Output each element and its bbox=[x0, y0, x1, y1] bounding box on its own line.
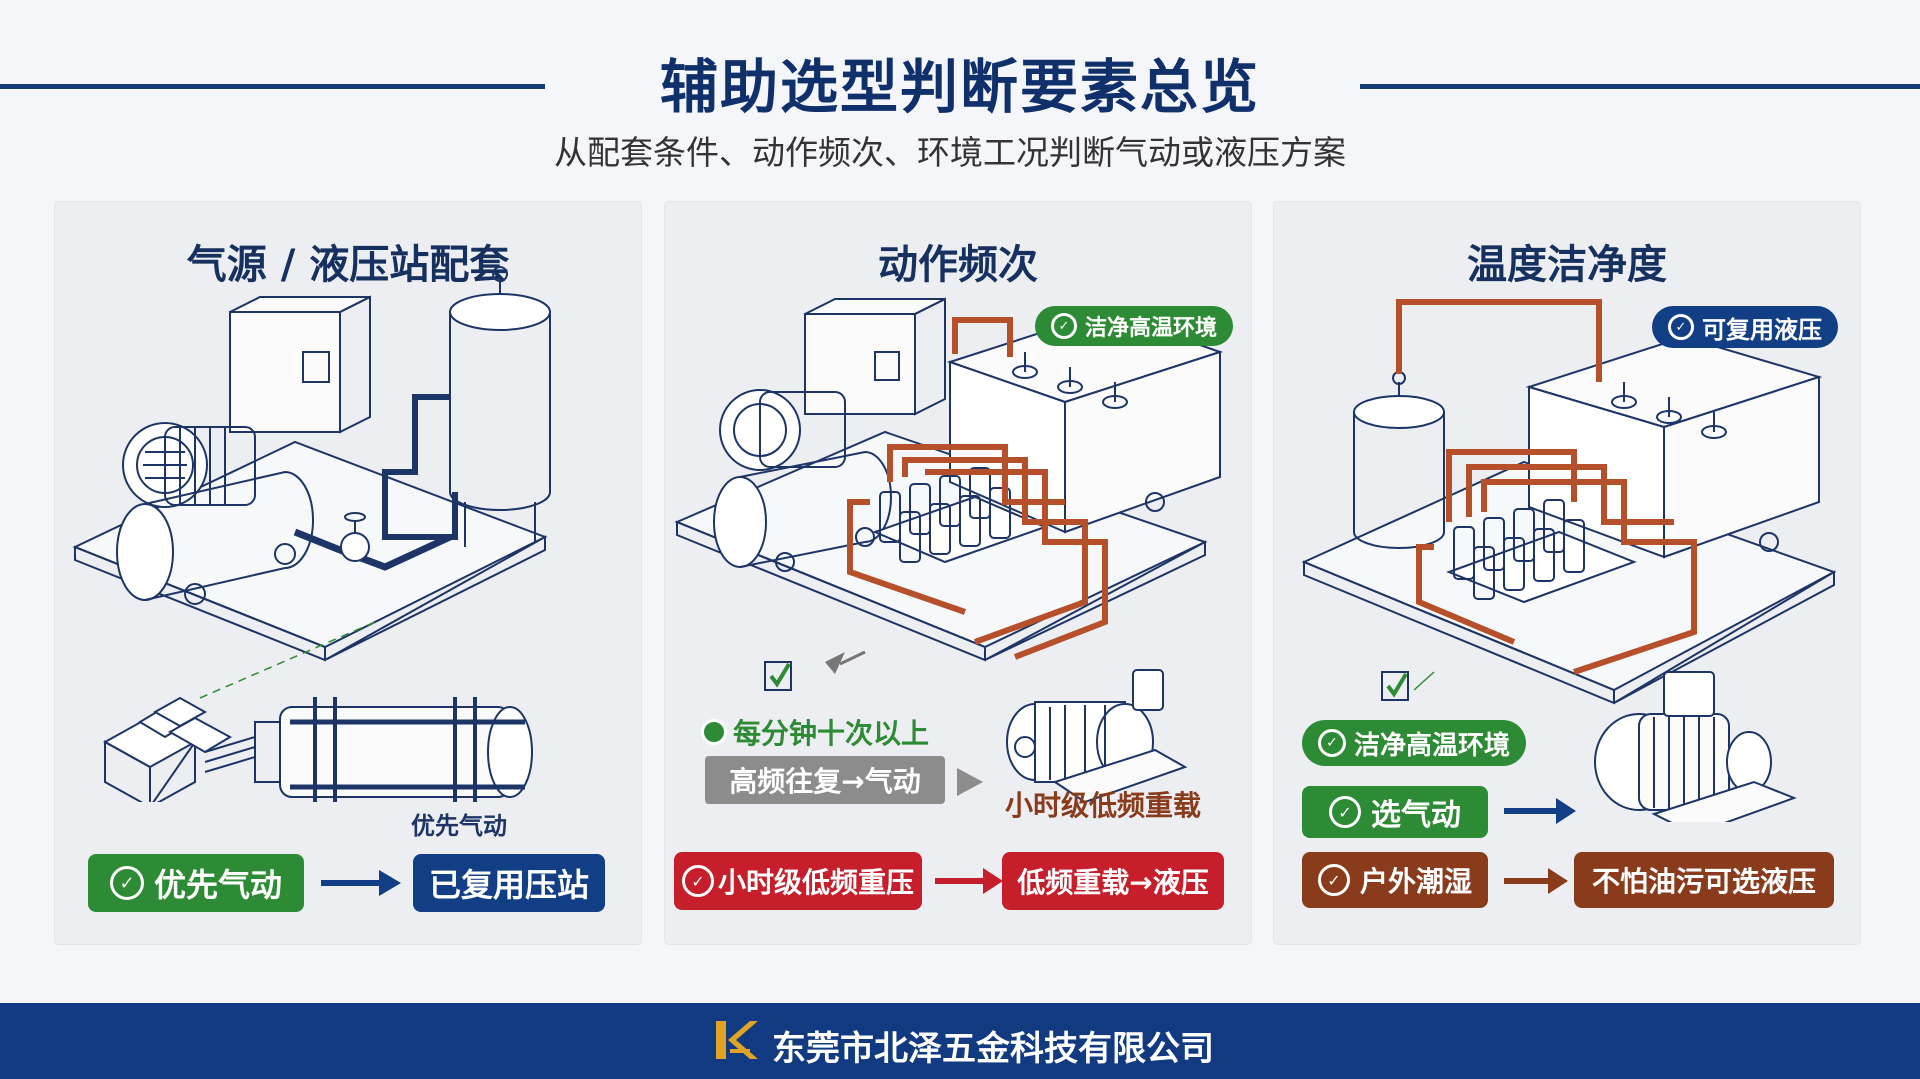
badge-label: 小时级低频重压 bbox=[717, 866, 914, 899]
arrow-right-icon bbox=[1504, 798, 1576, 824]
arrow-right-icon bbox=[1504, 868, 1568, 894]
low-frequency-label: 小时级低频重载 bbox=[1005, 789, 1202, 822]
pill-label: 洁净高温环境 bbox=[1085, 316, 1218, 341]
check-circle-icon: ✓ bbox=[1318, 729, 1346, 757]
clean-high-temp-pill: ✓ 洁净高温环境 bbox=[1035, 306, 1234, 346]
title-rule-right bbox=[1360, 84, 1920, 89]
badge-label: 优先气动 bbox=[153, 866, 282, 904]
pill-label: 可复用液压 bbox=[1702, 315, 1822, 344]
hydraulic-station-illustration bbox=[674, 297, 1224, 804]
arrow-right-icon bbox=[935, 868, 1003, 894]
hydraulic-reuse-illustration bbox=[1301, 299, 1837, 822]
frequency-text: 每分钟十次以上 bbox=[733, 717, 930, 750]
check-circle-icon: ✓ bbox=[1668, 314, 1694, 340]
reuse-hydraulic-pill: ✓ 可复用液压 bbox=[1652, 306, 1838, 348]
frequency-label: ✓ 每分钟十次以上 bbox=[701, 712, 929, 752]
page-title: 辅助选型判断要素总览 bbox=[659, 53, 1260, 121]
panel-title: 温度洁净度 bbox=[1467, 242, 1667, 288]
compressor-station-illustration bbox=[72, 266, 551, 802]
check-circle-icon: ✓ bbox=[701, 719, 727, 745]
check-circle-icon: ✓ bbox=[1051, 313, 1077, 339]
panel-title: 动作频次 bbox=[878, 242, 1038, 288]
company-logo-icon bbox=[716, 1021, 758, 1059]
panel-caption: 优先气动 bbox=[411, 812, 507, 840]
footer-bar: 东莞市北泽五金科技有限公司 bbox=[0, 1003, 1920, 1079]
page-subtitle: 从配套条件、动作频次、环境工况判断气动或液压方案 bbox=[554, 133, 1346, 172]
oil-tolerant-hydraulic-badge: 不怕油污可选液压 bbox=[1574, 852, 1834, 908]
reuse-station-badge: 已复用压站 bbox=[413, 854, 605, 912]
low-frequency-hydraulic-badge: 低频重载→液压 bbox=[1002, 852, 1224, 910]
outdoor-humid-badge: ✓ 户外潮湿 bbox=[1302, 852, 1488, 908]
panel-environment: 温度洁净度 bbox=[1274, 202, 1860, 944]
arrow-right-icon bbox=[321, 870, 401, 896]
triangle-right-icon bbox=[957, 768, 983, 796]
panel-frequency: 动作频次 bbox=[665, 202, 1251, 944]
clean-high-temp-pill: ✓ 洁净高温环境 bbox=[1302, 720, 1527, 766]
badge-label: 选气动 bbox=[1371, 798, 1461, 833]
title-rule-left bbox=[0, 84, 545, 89]
company-name: 东莞市北泽五金科技有限公司 bbox=[772, 1029, 1214, 1069]
check-circle-icon: ✓ bbox=[1329, 796, 1361, 828]
badge-label: 户外潮湿 bbox=[1359, 865, 1472, 898]
prefer-pneumatic-badge: ✓ 优先气动 bbox=[88, 854, 304, 912]
check-circle-icon: ✓ bbox=[1317, 864, 1350, 896]
check-circle-icon: ✓ bbox=[681, 865, 714, 897]
panel-supply: 气源 / 液压站配套 bbox=[55, 202, 641, 944]
pill-label: 洁净高温环境 bbox=[1354, 730, 1511, 761]
choose-pneumatic-badge: ✓ 选气动 bbox=[1302, 786, 1488, 838]
panel-title: 气源 / 液压站配套 bbox=[186, 242, 510, 288]
low-frequency-pressure-badge: ✓ 小时级低频重压 bbox=[674, 852, 922, 910]
check-circle-icon: ✓ bbox=[109, 866, 144, 900]
high-frequency-badge: 高频往复→气动 bbox=[705, 756, 945, 804]
